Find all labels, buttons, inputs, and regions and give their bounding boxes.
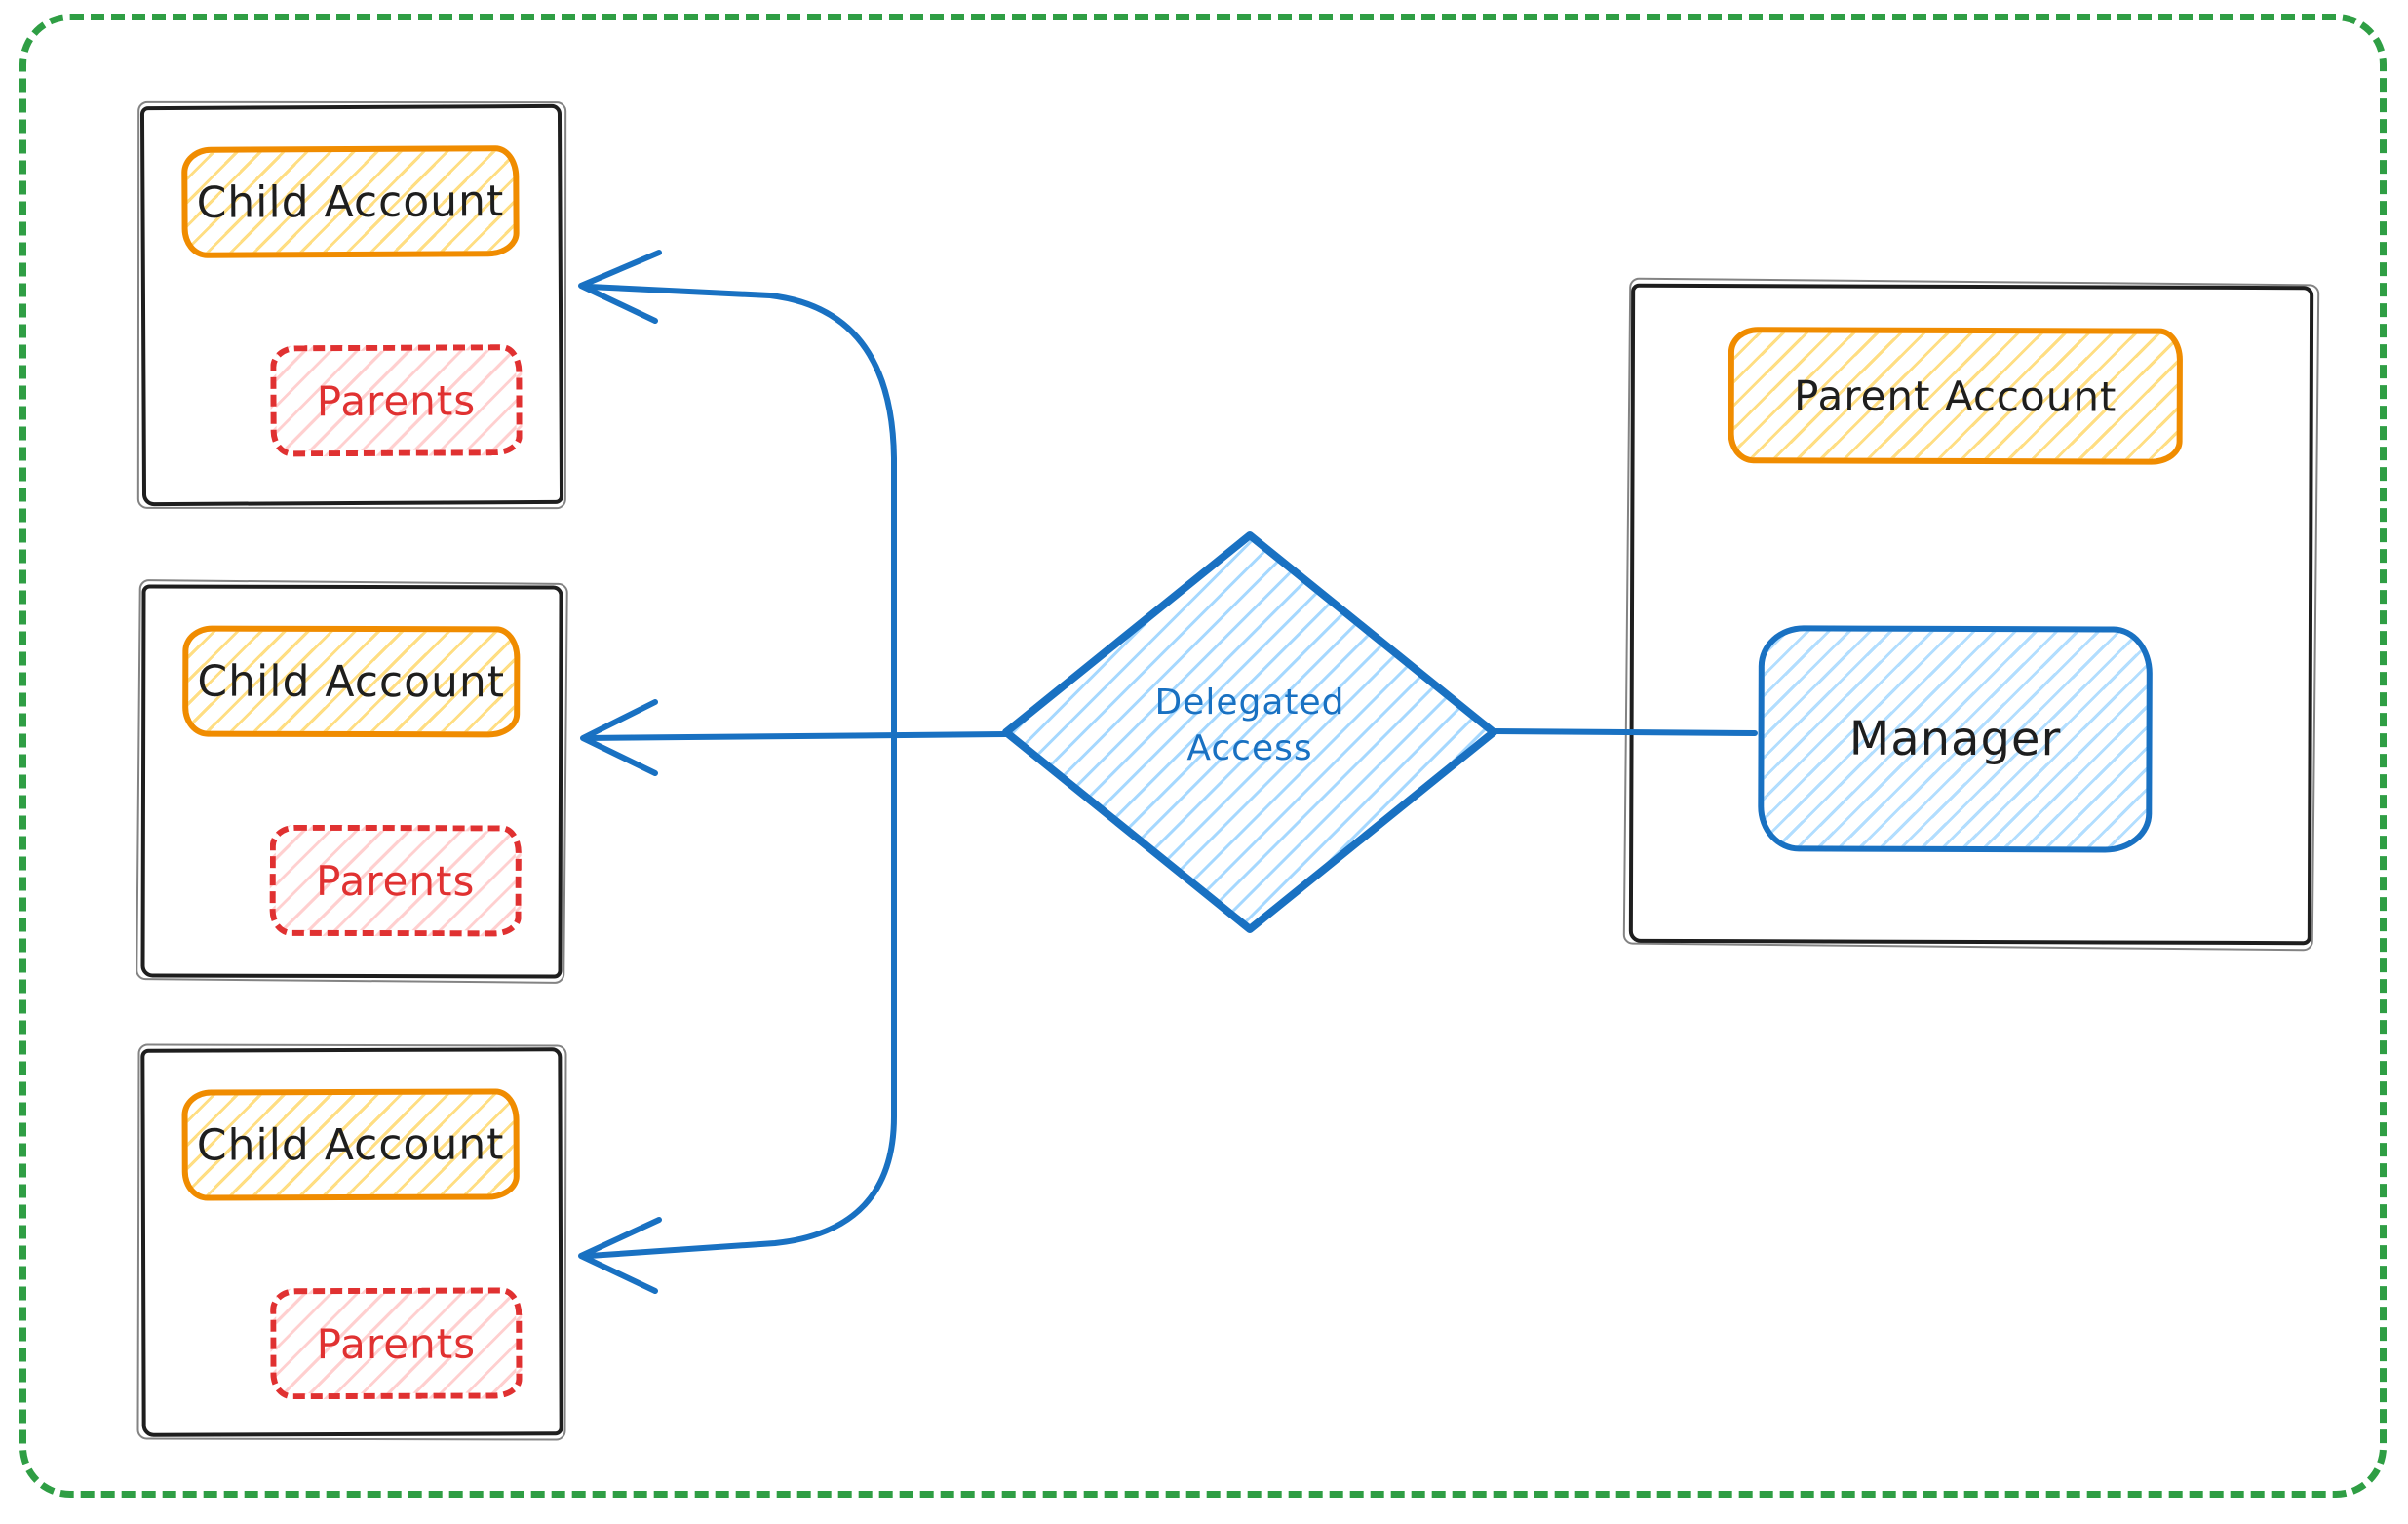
parents-label: Parents: [315, 856, 476, 905]
delegated-access-label: Delegated Access: [1154, 683, 1345, 768]
parents-chip: Parents: [270, 344, 523, 457]
parent-account-label: Parent Account: [1793, 371, 2117, 421]
canvas-dashed-border: [19, 14, 2387, 1498]
parents-chip: Parents: [270, 1287, 523, 1400]
manager-label: Manager: [1848, 711, 2062, 767]
parent-account-chip: Parent Account: [1728, 327, 2184, 465]
child-account-label: Child Account: [196, 176, 505, 228]
child-account-chip: Child Account: [181, 145, 520, 258]
parent-account-box: Parent Account Manager: [1628, 283, 2314, 946]
child-account-box-3: Child Account Parents: [140, 1047, 563, 1437]
child-account-chip: Child Account: [181, 1088, 520, 1201]
parents-label: Parents: [316, 375, 477, 425]
child-account-chip: Child Account: [182, 625, 521, 738]
child-account-box-1: Child Account Parents: [139, 103, 564, 507]
child-account-label: Child Account: [197, 656, 506, 707]
parents-chip: Parents: [269, 824, 522, 937]
child-account-label: Child Account: [196, 1118, 505, 1171]
manager-chip: Manager: [1758, 625, 2153, 853]
child-account-box-2: Child Account Parents: [140, 584, 563, 979]
parents-label: Parents: [316, 1319, 477, 1368]
